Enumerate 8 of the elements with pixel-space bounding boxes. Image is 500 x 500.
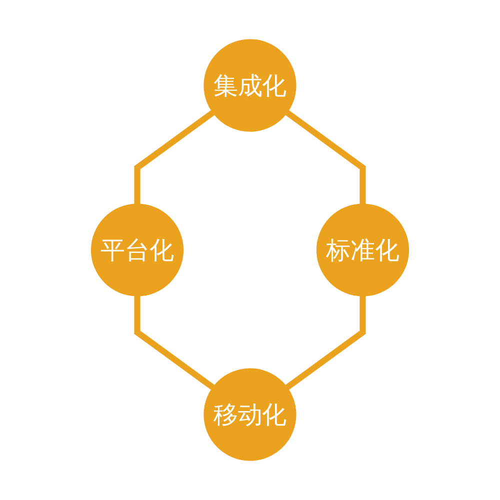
connector [134,296,215,390]
connector [285,296,366,390]
node-circle: 集成化 [204,39,296,132]
node-circle: 平台化 [90,204,184,296]
connector [285,110,366,204]
node-circle: 标准化 [316,204,410,296]
node-circle: 移动化 [204,368,296,461]
connector [134,110,215,204]
